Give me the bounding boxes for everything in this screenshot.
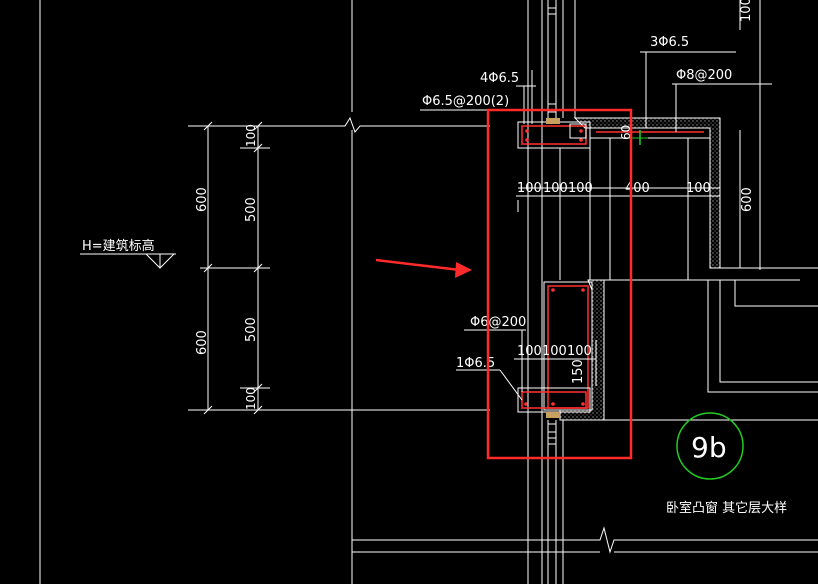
upper-sill-section <box>517 117 721 269</box>
elevation-label: H=建筑标高 <box>82 238 155 254</box>
rebar-label-bottom: 1Φ6.5 <box>456 356 495 371</box>
dim-100-a: 100 <box>517 181 542 196</box>
detail-circle <box>676 412 744 480</box>
dim-left-600-bottom: 600 <box>195 330 210 355</box>
dim-bottom-100-a: 100 <box>517 344 542 359</box>
dim-right-600: 600 <box>740 187 755 212</box>
pointer-arrow <box>375 258 472 278</box>
dim-left-100-bottom: 100 <box>244 387 258 410</box>
highlight-box[interactable] <box>486 108 633 460</box>
rebar-label-4phi: 4Φ6.5 <box>480 71 519 86</box>
dim-100-c: 100 <box>568 181 593 196</box>
stirrup-label-mid: Φ6@200 <box>470 315 526 330</box>
dim-400: 400 <box>625 181 650 196</box>
left-outline-lines <box>39 0 490 584</box>
dim-top-right-100: 100 <box>739 0 754 22</box>
wall-outlines <box>352 0 818 554</box>
dim-left-500-top: 500 <box>244 197 259 222</box>
window-frame-lines <box>527 0 576 584</box>
dim-left-600-top: 600 <box>195 187 210 212</box>
dim-bottom-100-b: 100 <box>542 344 567 359</box>
stirrup-label-top: Φ6.5@200(2) <box>422 94 509 109</box>
dim-100-b: 100 <box>543 181 568 196</box>
rebar-label-3phi: 3Φ6.5 <box>650 35 689 50</box>
dim-100-d: 100 <box>686 181 711 196</box>
detail-caption: 卧室凸窗 其它层大样 <box>666 500 787 516</box>
elevation-mark <box>80 253 176 269</box>
left-dimension-chain <box>200 121 270 415</box>
dim-bottom-100-c: 100 <box>567 344 592 359</box>
dim-left-100-top: 100 <box>244 124 258 147</box>
rebar-label-phi8: Φ8@200 <box>676 68 732 83</box>
dim-60: 60 <box>619 125 633 140</box>
dim-left-500-bottom: 500 <box>244 317 259 342</box>
lower-sill-section <box>517 279 605 421</box>
dim-150: 150 <box>571 359 586 384</box>
detail-number: 9b <box>691 431 727 464</box>
top-dimension-chain <box>514 130 741 386</box>
